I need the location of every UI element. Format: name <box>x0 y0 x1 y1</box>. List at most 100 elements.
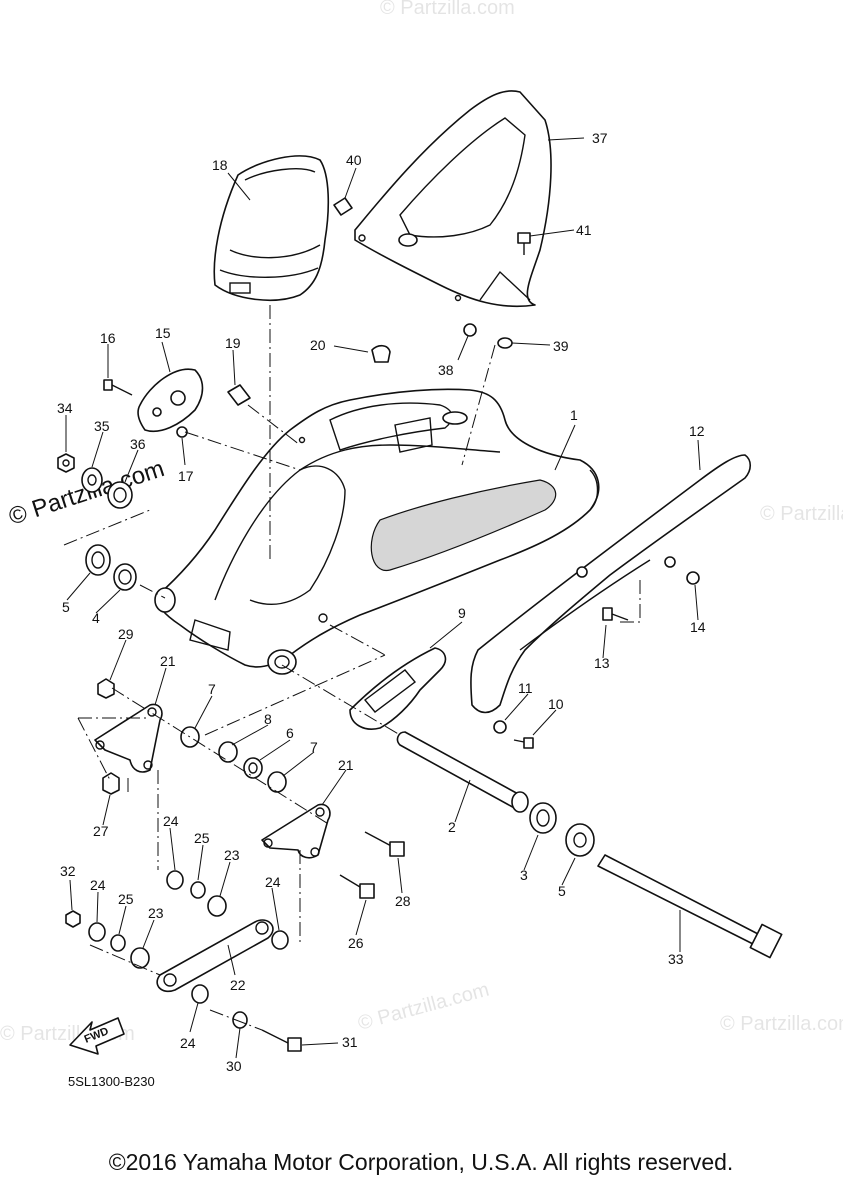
part-bolt-28[interactable] <box>364 831 405 857</box>
part-washer-11[interactable] <box>493 720 507 734</box>
callout-25-b: 25 <box>118 891 134 907</box>
callout-30: 30 <box>226 1058 242 1074</box>
watermark-top: © Partzilla.com <box>380 0 515 19</box>
part-washer-14[interactable] <box>686 571 700 585</box>
callout-36: 36 <box>130 436 146 452</box>
part-bolt-26[interactable] <box>339 874 375 899</box>
callout-35: 35 <box>94 418 110 434</box>
watermark-right: © Partzilla.com <box>760 503 843 525</box>
part-bolt-16[interactable] <box>103 379 133 396</box>
part-bearing-6[interactable] <box>243 757 263 779</box>
fwd-arrow-icon: FWD <box>69 1017 125 1055</box>
callout-1: 1 <box>570 407 578 423</box>
part-clamp-20[interactable] <box>371 344 391 363</box>
callout-3: 3 <box>520 867 528 883</box>
callout-15: 15 <box>155 325 171 341</box>
part-clip-40[interactable] <box>333 197 353 216</box>
part-swingarm[interactable] <box>154 388 600 675</box>
callout-33: 33 <box>668 951 684 967</box>
callout-2: 2 <box>448 819 456 835</box>
watermark-lower-right: © Partzilla.com <box>720 1013 843 1035</box>
callout-26: 26 <box>348 935 364 951</box>
part-bracket-15[interactable] <box>137 368 204 432</box>
part-collar-8[interactable] <box>218 741 238 763</box>
part-grommet-38[interactable] <box>463 323 477 337</box>
part-rear-fender[interactable] <box>354 90 552 308</box>
callout-31: 31 <box>342 1034 358 1050</box>
callout-14: 14 <box>690 619 706 635</box>
callout-41: 41 <box>576 222 592 238</box>
part-pivot-shaft-33[interactable] <box>597 854 783 959</box>
callout-6: 6 <box>286 725 294 741</box>
part-seal-24-d[interactable] <box>191 984 209 1004</box>
callout-29: 29 <box>118 626 134 642</box>
part-relay-arm-21-left[interactable] <box>94 703 163 773</box>
part-seal-24-b[interactable] <box>88 922 106 942</box>
part-grommet-39[interactable] <box>497 337 513 349</box>
callout-34: 34 <box>57 400 73 416</box>
callout-32: 32 <box>60 863 76 879</box>
callout-20: 20 <box>310 337 326 353</box>
copyright-text: ©2016 Yamaha Motor Corporation, U.S.A. A… <box>109 1149 734 1175</box>
callout-21-left: 21 <box>160 653 176 669</box>
callout-28: 28 <box>395 893 411 909</box>
part-seal-5-right[interactable] <box>565 823 595 857</box>
part-bearing-3[interactable] <box>529 802 557 834</box>
part-connecting-rod-22[interactable] <box>156 919 274 993</box>
callout-12: 12 <box>689 423 705 439</box>
part-bolt-31[interactable] <box>261 1029 302 1052</box>
callout-37: 37 <box>592 130 608 146</box>
part-seal-24-c[interactable] <box>271 930 289 950</box>
callout-38: 38 <box>438 362 454 378</box>
part-rivet-17[interactable] <box>176 426 188 438</box>
part-nut-34[interactable] <box>57 453 75 473</box>
part-bearing-23-upper[interactable] <box>207 895 227 917</box>
part-bolt-13[interactable] <box>602 607 629 621</box>
part-washer-7-upper[interactable] <box>180 726 200 748</box>
watermark-left: © Partzilla.com <box>6 455 168 531</box>
part-pivot-shaft-2[interactable] <box>396 731 529 813</box>
part-seal-5-left[interactable] <box>85 544 111 576</box>
callout-39: 39 <box>553 338 569 354</box>
callout-21-right: 21 <box>338 757 354 773</box>
callout-labels: 1 2 3 4 5 5 6 7 7 8 9 10 11 12 13 14 15 … <box>57 130 706 1074</box>
callout-23-upper: 23 <box>224 847 240 863</box>
part-screw-41[interactable] <box>517 232 531 255</box>
callout-4: 4 <box>92 610 100 626</box>
part-seal-24-a[interactable] <box>166 870 184 890</box>
watermark-lower-center: © Partzilla.com <box>356 979 492 1035</box>
part-nut-32[interactable] <box>65 910 81 928</box>
part-relay-arm-21-right[interactable] <box>261 803 331 859</box>
part-chain-slider[interactable] <box>349 647 447 730</box>
callout-24-c: 24 <box>265 874 281 890</box>
callout-5-right: 5 <box>558 883 566 899</box>
callout-13: 13 <box>594 655 610 671</box>
callout-11: 11 <box>518 680 533 696</box>
part-bearing-23-lower[interactable] <box>130 947 150 969</box>
callout-24-d: 24 <box>180 1035 196 1051</box>
callout-23-lower: 23 <box>148 905 164 921</box>
callout-10: 10 <box>548 696 564 712</box>
leader-lines <box>65 137 701 1059</box>
part-nut-27[interactable] <box>102 772 120 795</box>
part-bolt-10[interactable] <box>513 737 534 749</box>
callout-27: 27 <box>93 823 109 839</box>
part-chain-guard[interactable] <box>470 454 752 714</box>
part-washer-35[interactable] <box>81 467 103 493</box>
part-bearing-4[interactable] <box>113 563 137 591</box>
part-nut-29[interactable] <box>97 678 115 699</box>
part-collar-25-b[interactable] <box>110 934 126 952</box>
part-washer-7-lower[interactable] <box>267 771 287 793</box>
part-air-duct[interactable] <box>213 155 330 301</box>
callout-5-left: 5 <box>62 599 70 615</box>
callout-9: 9 <box>458 605 466 621</box>
part-clamp-19[interactable] <box>227 384 251 406</box>
callout-25-a: 25 <box>194 830 210 846</box>
part-collar-25-a[interactable] <box>190 881 206 899</box>
callout-24-a: 24 <box>163 813 179 829</box>
callout-7-lower: 7 <box>310 739 318 755</box>
part-collar-36[interactable] <box>107 481 133 509</box>
diagram-code: 5SL1300-B230 <box>68 1074 155 1089</box>
callout-17: 17 <box>178 468 194 484</box>
callout-8: 8 <box>264 711 272 727</box>
